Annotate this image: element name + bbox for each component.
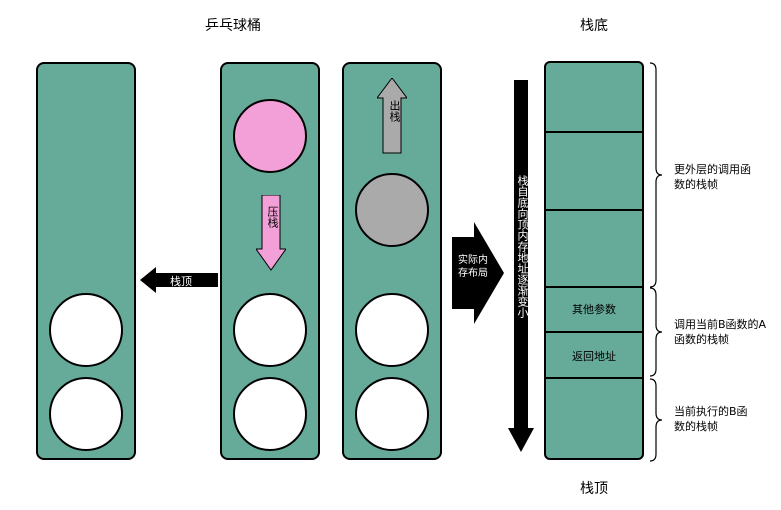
push-label: 压栈 — [266, 206, 279, 228]
white-ball — [355, 377, 429, 451]
memory-stack: 其他参数 返回地址 — [544, 61, 644, 460]
actual-memory-arrow — [452, 222, 504, 324]
pink-ball — [233, 99, 307, 173]
gray-ball — [355, 173, 429, 247]
brace-caller — [649, 287, 663, 377]
actual-memory-label: 实际内存布局 — [458, 255, 488, 279]
stack-top-arrow-label: 栈顶 — [170, 275, 192, 288]
pop-arrow — [377, 78, 407, 154]
stack-bottom-title: 栈底 — [580, 18, 608, 34]
growth-arrow — [508, 80, 534, 452]
other-params-cell: 其他参数 — [572, 303, 616, 316]
brace-current-label: 当前执行的B函数的栈帧 — [674, 405, 748, 433]
frame-divider — [546, 131, 642, 133]
white-ball — [355, 293, 429, 367]
brace-outer-label: 更外层的调用函数的栈帧 — [674, 163, 751, 191]
frame-divider — [546, 331, 642, 333]
pop-label: 出栈 — [388, 100, 401, 122]
growth-label: 栈自底向顶内存地址逐渐变小 — [516, 175, 529, 318]
brace-current — [649, 378, 663, 462]
push-arrow — [256, 195, 286, 271]
frame-divider — [546, 286, 642, 288]
white-ball — [233, 377, 307, 451]
brace-caller-label: 调用当前B函数的A函数的栈帧 — [674, 318, 767, 346]
pingpong-title: 乒乓球桶 — [205, 18, 261, 34]
white-ball — [233, 293, 307, 367]
frame-divider — [546, 377, 642, 379]
brace-outer — [649, 62, 663, 288]
stack-top-arrow — [140, 267, 218, 293]
white-ball — [49, 377, 123, 451]
stack-top-title: 栈顶 — [580, 481, 608, 497]
return-address-cell: 返回地址 — [572, 350, 616, 363]
white-ball — [49, 293, 123, 367]
frame-divider — [546, 209, 642, 211]
